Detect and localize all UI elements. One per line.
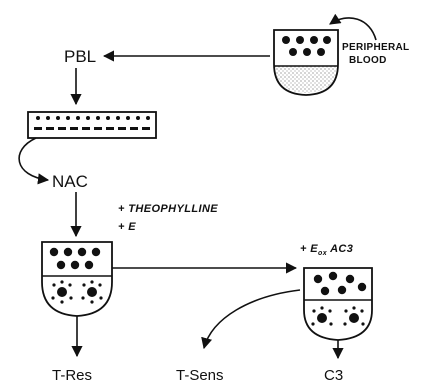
output-tres-label: T-Res [52, 367, 92, 384]
output-c3-label: C3 [324, 367, 343, 384]
arrow-to-tsens [204, 290, 300, 348]
nac-label: NAC [52, 172, 88, 191]
condition-theophylline: + THEOPHYLLINE [118, 203, 218, 215]
output-tsens-label: T-Sens [176, 367, 224, 384]
peripheral-blood-tube [274, 30, 338, 95]
condition-eox-ac3: + Eox AC3 [300, 243, 353, 257]
source-label-line2: BLOOD [349, 55, 387, 66]
eac-rosette-tube [304, 268, 372, 340]
nylon-column [28, 112, 156, 138]
pbl-label: PBL [64, 47, 96, 66]
rosette-tube [42, 242, 112, 316]
condition-e: + E [118, 221, 136, 233]
arrow-column-to-nac [19, 138, 48, 180]
source-label-line1: PERIPHERAL [342, 42, 409, 53]
